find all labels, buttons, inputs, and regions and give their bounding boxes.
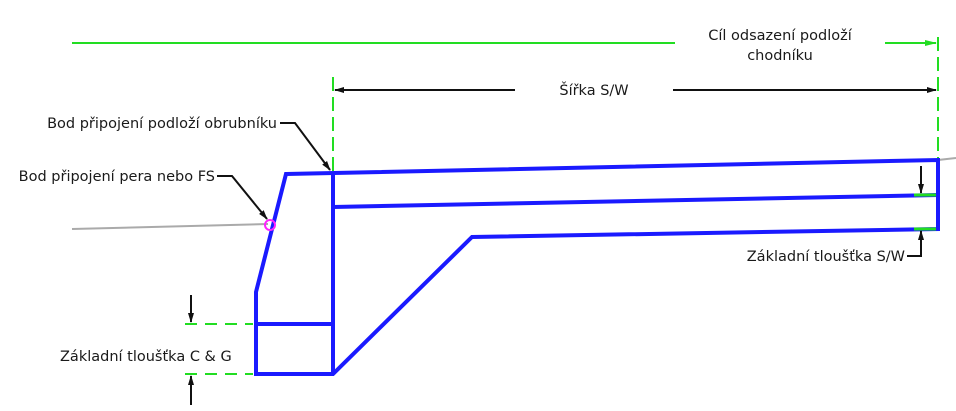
cg-base-depth-label: Základní tloušťka C & G xyxy=(60,349,232,365)
sidewalk-width-label: Šířka S/W xyxy=(559,81,628,99)
offset-target-label-line2: chodníku xyxy=(747,48,813,64)
offset-target-label-line1: Cíl odsazení podloží xyxy=(708,28,852,44)
flange-point-leader xyxy=(217,175,268,220)
sw-base-depth-label: Základní tloušťka S/W xyxy=(747,249,905,265)
sw-depth-leader xyxy=(907,230,924,257)
existing-ground-right xyxy=(937,157,956,161)
curb-subbase-point-label: Bod připojení podloží obrubníku xyxy=(47,116,277,132)
curb-subbase-leader xyxy=(280,122,331,171)
existing-ground-left xyxy=(71,223,269,230)
curb-sidewalk-shape xyxy=(254,157,940,376)
flange-attachment-point-label: Bod připojení pera nebo FS xyxy=(19,169,215,185)
attachment-point-marker xyxy=(264,219,276,231)
